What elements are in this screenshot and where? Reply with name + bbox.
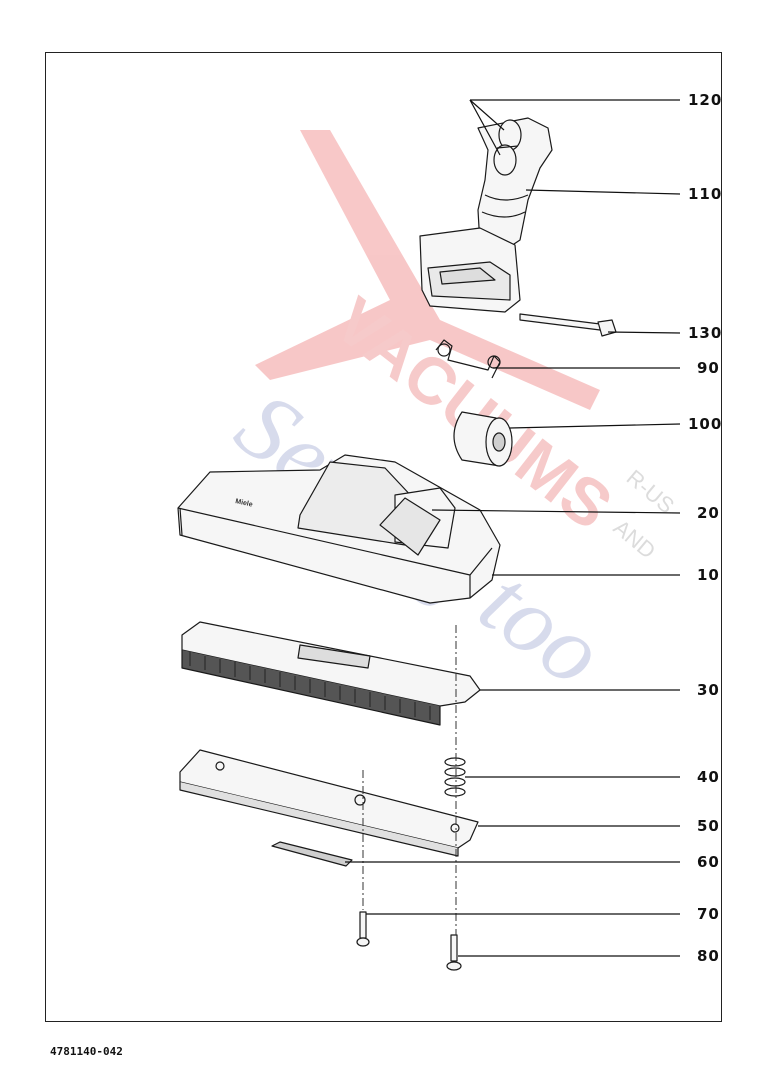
callout-90: 90 (697, 359, 720, 377)
callout-100: 100 (688, 415, 723, 433)
part-base-plate (179, 749, 479, 857)
part-spring (444, 757, 466, 797)
watermark-v-shape (255, 130, 600, 410)
callout-110: 110 (688, 185, 723, 203)
callout-120: 120 (688, 91, 723, 109)
part-wheel (453, 411, 513, 467)
watermark-suffix2: AND (609, 515, 661, 564)
callout-40: 40 (697, 768, 720, 786)
part-neck-swivel (419, 117, 553, 313)
document-number: 4781140-042 (50, 1045, 123, 1058)
callout-130: 130 (688, 324, 723, 342)
callout-30: 30 (697, 681, 720, 699)
part-spring-clip (435, 339, 501, 379)
part-felt-strip (271, 841, 353, 867)
callout-80: 80 (697, 947, 720, 965)
part-screw-short (356, 911, 370, 947)
part-pedal (379, 487, 456, 556)
assembly-axes (362, 625, 457, 935)
callout-10: 10 (697, 566, 720, 584)
leader-lines (345, 99, 681, 957)
callout-60: 60 (697, 853, 720, 871)
callout-70: 70 (697, 905, 720, 923)
callout-20: 20 (697, 504, 720, 522)
part-axle-pin (519, 313, 617, 337)
watermark-suffix1: R-US (622, 465, 679, 519)
drawing-frame (45, 52, 722, 1022)
part-screw-long (446, 934, 462, 971)
housing-brand-text: Miele (235, 498, 254, 509)
part-brush-strip (181, 621, 481, 726)
callout-50: 50 (697, 817, 720, 835)
watermark: VACUUMS Sewing too R-US AND (218, 130, 679, 706)
part-release-buttons (493, 119, 522, 176)
